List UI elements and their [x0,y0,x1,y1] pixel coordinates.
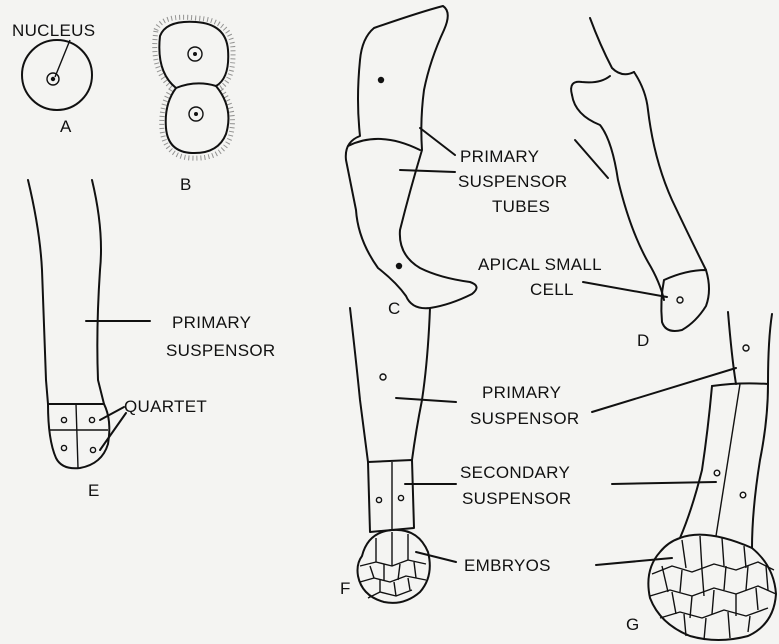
label-apical-small-cell-2: CELL [530,280,574,299]
caption-g: G [626,615,639,634]
label-primary-suspensor-tubes-2: SUSPENSOR [458,172,567,191]
label-embryos: EMBRYOS [464,556,551,575]
caption-b: B [180,175,191,194]
label-primary-suspensor-e-2: SUSPENSOR [166,341,275,360]
label-primary-suspensor-e-1: PRIMARY [172,313,251,332]
caption-a: A [60,117,72,136]
label-primary-suspensor-tubes-3: TUBES [492,197,550,216]
figure-a: NUCLEUS A [12,21,95,136]
caption-c: C [388,299,400,318]
label-quartet: QUARTET [124,397,207,416]
caption-d: D [637,331,649,350]
figure-g: G [592,312,776,640]
label-apical-small-cell-1: APICAL SMALL [478,255,602,274]
label-primary-suspensor-fg-1: PRIMARY [482,383,561,402]
figure-f: PRIMARY SUSPENSOR SECONDARY SUSPENSOR EM… [340,308,579,603]
figure-e: PRIMARY SUSPENSOR QUARTET E [28,180,275,500]
figure-b: B [155,17,233,194]
label-nucleus: NUCLEUS [12,21,95,40]
label-primary-suspensor-tubes-1: PRIMARY [460,147,539,166]
caption-e: E [88,481,99,500]
label-secondary-suspensor-1: SECONDARY [460,463,570,482]
caption-f: F [340,579,350,598]
label-primary-suspensor-fg-2: SUSPENSOR [470,409,579,428]
label-secondary-suspensor-2: SUSPENSOR [462,489,571,508]
